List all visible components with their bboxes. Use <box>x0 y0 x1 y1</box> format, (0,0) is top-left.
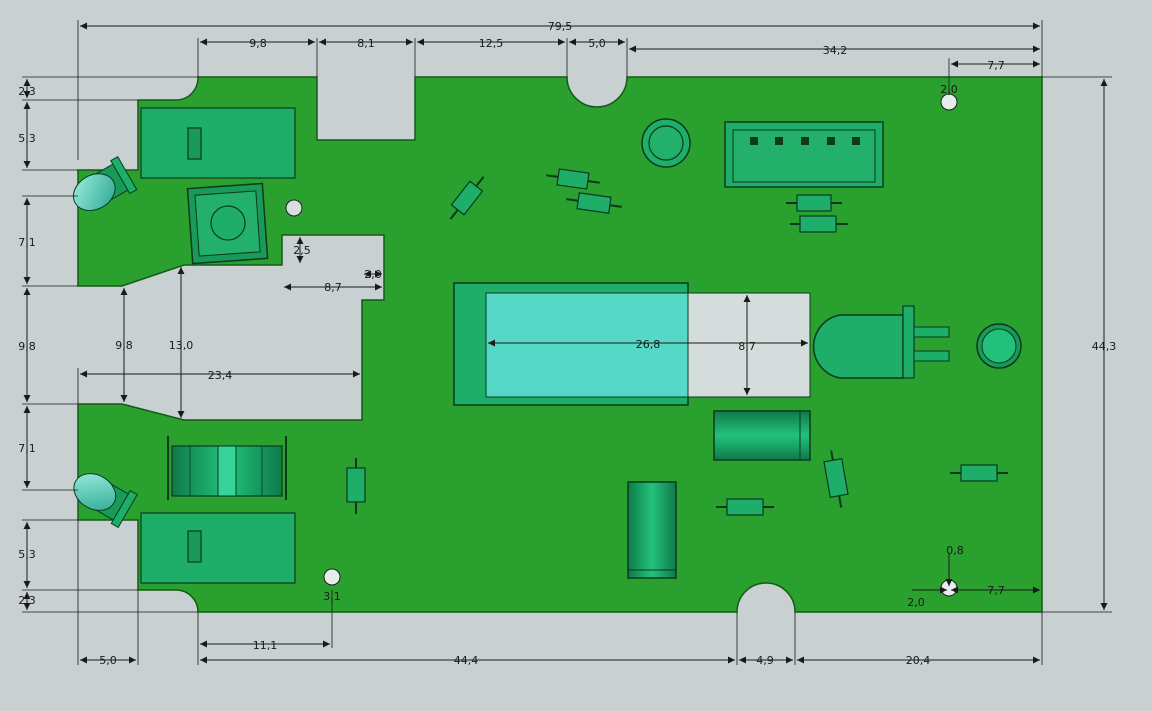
dim-top-12-5: 12,5 <box>479 37 504 50</box>
mounting-hole-top-right <box>940 93 958 111</box>
dim-top-8-1: 8,1 <box>357 37 375 50</box>
dim-bottom-right-7-7: 7,7 <box>987 584 1005 597</box>
capacitor-horizontal <box>713 410 811 461</box>
dim-left-2-3-top: 2,3 <box>18 85 36 98</box>
dim-inner-2-5: 2,5 <box>293 244 311 257</box>
dim-inner-9-8: 9,8 <box>115 339 133 352</box>
sensor-module-bottom <box>140 512 296 584</box>
dim-bottom-11-1: 11,1 <box>253 639 278 652</box>
dim-hole-bottom-right-0-8: 0,8 <box>946 544 964 557</box>
dim-inner-13-0: 13,0 <box>169 339 194 352</box>
dim-top-7-7: 7,7 <box>987 59 1005 72</box>
dim-hole-bottom-left: 3,1 <box>323 590 341 603</box>
status-led <box>812 305 950 379</box>
resistor-r6 <box>346 458 366 514</box>
dim-left-5-3-top: 5,3 <box>18 132 36 145</box>
dim-bottom-5-0: 5,0 <box>99 654 117 667</box>
push-button <box>186 182 269 265</box>
display-module <box>453 282 811 406</box>
dim-left-9-8: 9,8 <box>18 340 36 353</box>
dim-hole-bottom-right-2-0: 2,0 <box>907 596 925 609</box>
dim-bottom-4-9: 4,9 <box>756 654 774 667</box>
dim-inner-23-4: 23,4 <box>208 369 233 382</box>
dim-lcd-26-8: 26,8 <box>636 338 661 351</box>
dim-top-9-8: 9,8 <box>249 37 267 50</box>
photo-sensor <box>976 323 1022 369</box>
resistor-r4 <box>786 194 842 212</box>
resistor-r7 <box>716 498 774 516</box>
dim-right-44-3: 44,3 <box>1092 340 1117 353</box>
resistor-r5 <box>790 215 848 233</box>
dim-left-5-3-bottom: 5,3 <box>18 548 36 561</box>
dim-left-7-1-bottom: 7,1 <box>18 442 36 455</box>
dim-inner-8-7: 8,7 <box>324 281 342 294</box>
dim-top-total: 79,5 <box>548 20 573 33</box>
ir-led-bottom <box>73 473 138 529</box>
resistor-r9 <box>950 464 1008 482</box>
dim-top-5-0: 5,0 <box>588 37 606 50</box>
dim-left-2-3-bottom: 2,3 <box>18 594 36 607</box>
inductor-coil <box>167 436 287 500</box>
dim-inner-2-0: 2,0 <box>364 268 382 281</box>
sensor-module-top <box>140 107 296 179</box>
dim-hole-top-right: 2,0 <box>940 83 958 96</box>
resistor-r2 <box>546 168 600 190</box>
sensor-slot-top <box>187 127 202 160</box>
ir-led-top <box>72 155 138 212</box>
dim-bottom-44-4: 44,4 <box>454 654 479 667</box>
mounting-hole-small <box>285 199 303 217</box>
resistor-r3 <box>566 192 622 214</box>
mounting-hole-bottom-left <box>323 568 341 586</box>
resistor-r8 <box>823 450 849 508</box>
connector-header <box>724 121 884 188</box>
dim-bottom-20-4: 20,4 <box>906 654 931 667</box>
sensor-slot-bottom <box>187 530 202 563</box>
dim-lcd-8-7: 8,7 <box>738 340 756 353</box>
dimension-labels: 79,5 9,8 8,1 12,5 5,0 34,2 7,7 2,0 2,3 5… <box>18 20 1116 667</box>
resistor-r1 <box>449 176 485 220</box>
buzzer <box>641 118 691 168</box>
dimension-lines <box>22 20 1112 665</box>
dim-left-7-1-top: 7,1 <box>18 236 36 249</box>
dim-top-34-2: 34,2 <box>823 44 848 57</box>
capacitor-vertical <box>627 481 677 579</box>
